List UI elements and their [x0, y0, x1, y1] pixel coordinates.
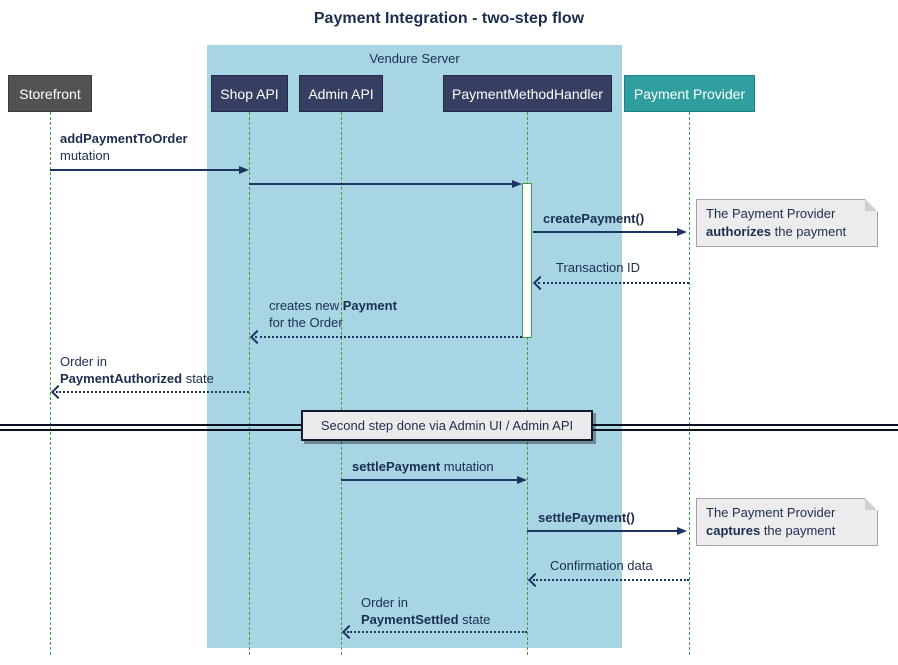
- message-text: Confirmation data: [550, 558, 653, 573]
- message-text-bold: createPayment(): [543, 211, 645, 226]
- lifeline-payment-method-handler: [527, 112, 528, 655]
- participant-shop-api: Shop API: [211, 75, 288, 112]
- participant-storefront: Storefront: [8, 75, 92, 112]
- note-authorizes: The Payment Provider authorizes the paym…: [696, 199, 878, 247]
- diagram-title: Payment Integration - two-step flow: [313, 10, 585, 27]
- lifeline-admin-api: [341, 112, 342, 655]
- participant-payment-provider: Payment Provider: [624, 75, 755, 112]
- note-text: The Payment Provider: [706, 206, 836, 221]
- message-confirmation-label: Confirmation data: [550, 557, 653, 574]
- message-text: for the Order: [269, 315, 343, 330]
- arrowhead-right-icon: [677, 527, 687, 535]
- message-text: mutation: [440, 459, 494, 474]
- participant-admin-api: Admin API: [299, 75, 383, 112]
- arrow-add-payment: [50, 169, 240, 171]
- message-text: state: [458, 612, 491, 627]
- message-text-bold: addPaymentToOrder: [60, 131, 188, 146]
- message-text: Order in: [361, 595, 408, 610]
- note-text-bold: captures: [706, 523, 761, 538]
- activation-bar-payment-method-handler: [522, 183, 532, 338]
- message-settle-mutation-label: settlePayment mutation: [352, 458, 494, 475]
- message-transaction-id-label: Transaction ID: [556, 259, 640, 276]
- note-fold-icon: [865, 498, 877, 510]
- message-text-bold: PaymentAuthorized: [60, 371, 183, 386]
- message-text-bold: settlePayment(): [538, 510, 635, 525]
- lifeline-payment-provider: [689, 112, 690, 655]
- vendure-server-label: Vendure Server: [369, 51, 460, 66]
- message-text: Transaction ID: [556, 260, 641, 275]
- arrowhead-right-icon: [239, 166, 249, 174]
- message-create-payment-label: createPayment(): [543, 210, 644, 227]
- arrow-shop-to-handler: [249, 183, 513, 185]
- return-confirmation: [533, 579, 689, 581]
- note-text: the payment: [760, 523, 836, 538]
- return-transaction-id: [538, 282, 689, 284]
- return-creates-payment: [255, 336, 522, 338]
- arrowhead-right-icon: [517, 476, 527, 484]
- message-creates-payment-label: creates new Payment for the Order: [269, 297, 397, 331]
- message-text-bold: PaymentSettled: [361, 612, 459, 627]
- arrow-create-payment: [533, 231, 678, 233]
- note-text: the payment: [771, 224, 847, 239]
- arrowhead-left-icon: [50, 384, 66, 400]
- lifeline-shop-api: [249, 112, 250, 655]
- message-text: mutation: [60, 148, 110, 163]
- message-order-authorized-label: Order in PaymentAuthorized state: [60, 353, 214, 387]
- message-settle-call-label: settlePayment(): [538, 509, 635, 526]
- note-text-bold: authorizes: [706, 224, 772, 239]
- arrowhead-right-icon: [512, 180, 522, 188]
- message-text: state: [182, 371, 214, 386]
- step-divider-label: Second step done via Admin UI / Admin AP…: [320, 418, 574, 433]
- message-order-settled-label: Order in PaymentSettled state: [361, 594, 490, 628]
- note-text: The Payment Provider: [706, 505, 836, 520]
- note-captures: The Payment Provider captures the paymen…: [696, 498, 878, 546]
- message-add-payment-label: addPaymentToOrder mutation: [60, 130, 188, 164]
- vendure-server-frame: [207, 45, 622, 648]
- step-divider: Second step done via Admin UI / Admin AP…: [301, 410, 593, 441]
- note-fold-icon: [865, 199, 877, 211]
- message-text: Order in: [60, 354, 107, 369]
- arrowhead-right-icon: [677, 228, 687, 236]
- return-order-settled: [347, 631, 527, 633]
- message-text-bold: Payment: [342, 298, 397, 313]
- message-text: creates new: [269, 298, 343, 313]
- return-order-authorized: [56, 391, 249, 393]
- lifeline-storefront: [50, 112, 51, 655]
- participant-payment-method-handler: PaymentMethodHandler: [443, 75, 612, 112]
- message-text-bold: settlePayment: [352, 459, 441, 474]
- arrow-settle-call: [527, 530, 677, 532]
- arrow-settle-mutation: [341, 479, 517, 481]
